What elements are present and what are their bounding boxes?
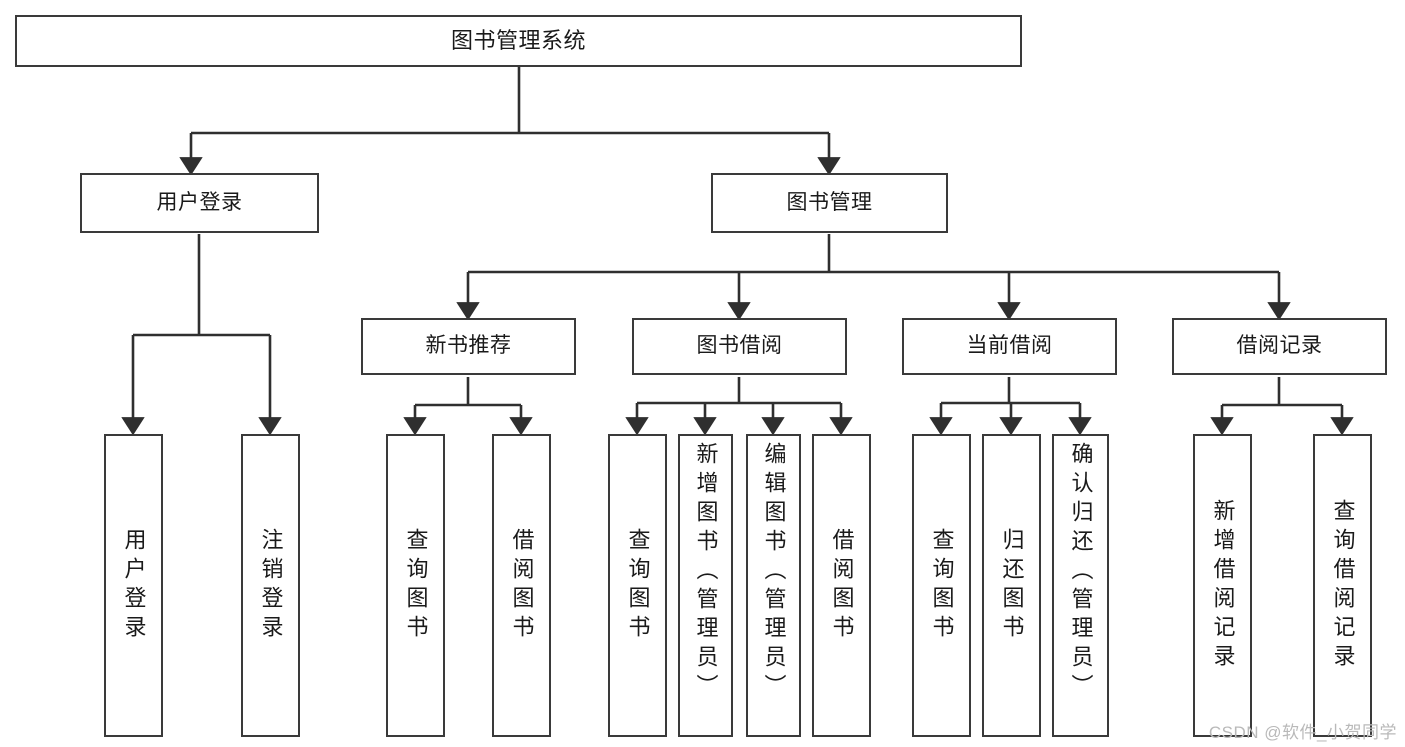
watermark-text: CSDN @软件_小贺同学 xyxy=(1208,723,1397,742)
node-label: 归还图书 xyxy=(999,527,1025,644)
node-user-login[interactable]: 用户登录 xyxy=(80,173,319,233)
node-book-management[interactable]: 图书管理 xyxy=(711,173,948,233)
node-label: 新书推荐 xyxy=(425,334,512,358)
node-label: 查询图书 xyxy=(929,527,955,644)
node-label: 用户登录 xyxy=(121,527,147,644)
node-label: 确认归还（管理员） xyxy=(1068,442,1094,703)
node-label: 注销登录 xyxy=(258,527,284,644)
node-label: 图书管理 xyxy=(786,190,873,214)
node-leaf-confirm-return-admin[interactable]: 确认归还（管理员） xyxy=(1052,434,1109,737)
node-leaf-return-book[interactable]: 归还图书 xyxy=(982,434,1041,737)
node-label: 查询图书 xyxy=(625,527,651,644)
node-label: 借阅记录 xyxy=(1236,334,1323,358)
node-leaf-query-book-recommend[interactable]: 查询图书 xyxy=(386,434,445,737)
node-label: 图书借阅 xyxy=(696,334,783,358)
node-label: 新增借阅记录 xyxy=(1210,498,1236,673)
node-root-book-management-system[interactable]: 图书管理系统 xyxy=(15,15,1022,67)
node-new-book-recommend[interactable]: 新书推荐 xyxy=(361,318,576,375)
node-leaf-query-borrow-record[interactable]: 查询借阅记录 xyxy=(1313,434,1372,737)
node-book-borrow[interactable]: 图书借阅 xyxy=(632,318,847,375)
node-leaf-borrow-book-recommend[interactable]: 借阅图书 xyxy=(492,434,551,737)
node-leaf-query-book-borrow[interactable]: 查询图书 xyxy=(608,434,667,737)
node-label: 图书管理系统 xyxy=(450,28,586,54)
node-leaf-add-book-admin[interactable]: 新增图书（管理员） xyxy=(678,434,733,737)
node-borrow-record[interactable]: 借阅记录 xyxy=(1172,318,1387,375)
node-leaf-query-book-current[interactable]: 查询图书 xyxy=(912,434,971,737)
node-label: 查询图书 xyxy=(403,527,429,644)
node-label: 新增图书（管理员） xyxy=(693,442,719,703)
node-label: 借阅图书 xyxy=(509,527,535,644)
node-label: 当前借阅 xyxy=(966,334,1053,358)
node-label: 用户登录 xyxy=(156,190,243,214)
node-label: 查询借阅记录 xyxy=(1330,498,1356,673)
node-leaf-borrow-book[interactable]: 借阅图书 xyxy=(812,434,871,737)
node-label: 编辑图书（管理员） xyxy=(761,442,787,703)
node-leaf-edit-book-admin[interactable]: 编辑图书（管理员） xyxy=(746,434,801,737)
node-leaf-add-borrow-record[interactable]: 新增借阅记录 xyxy=(1193,434,1252,737)
node-current-borrow[interactable]: 当前借阅 xyxy=(902,318,1117,375)
node-label: 借阅图书 xyxy=(829,527,855,644)
node-leaf-user-login[interactable]: 用户登录 xyxy=(104,434,163,737)
node-leaf-user-logout[interactable]: 注销登录 xyxy=(241,434,300,737)
